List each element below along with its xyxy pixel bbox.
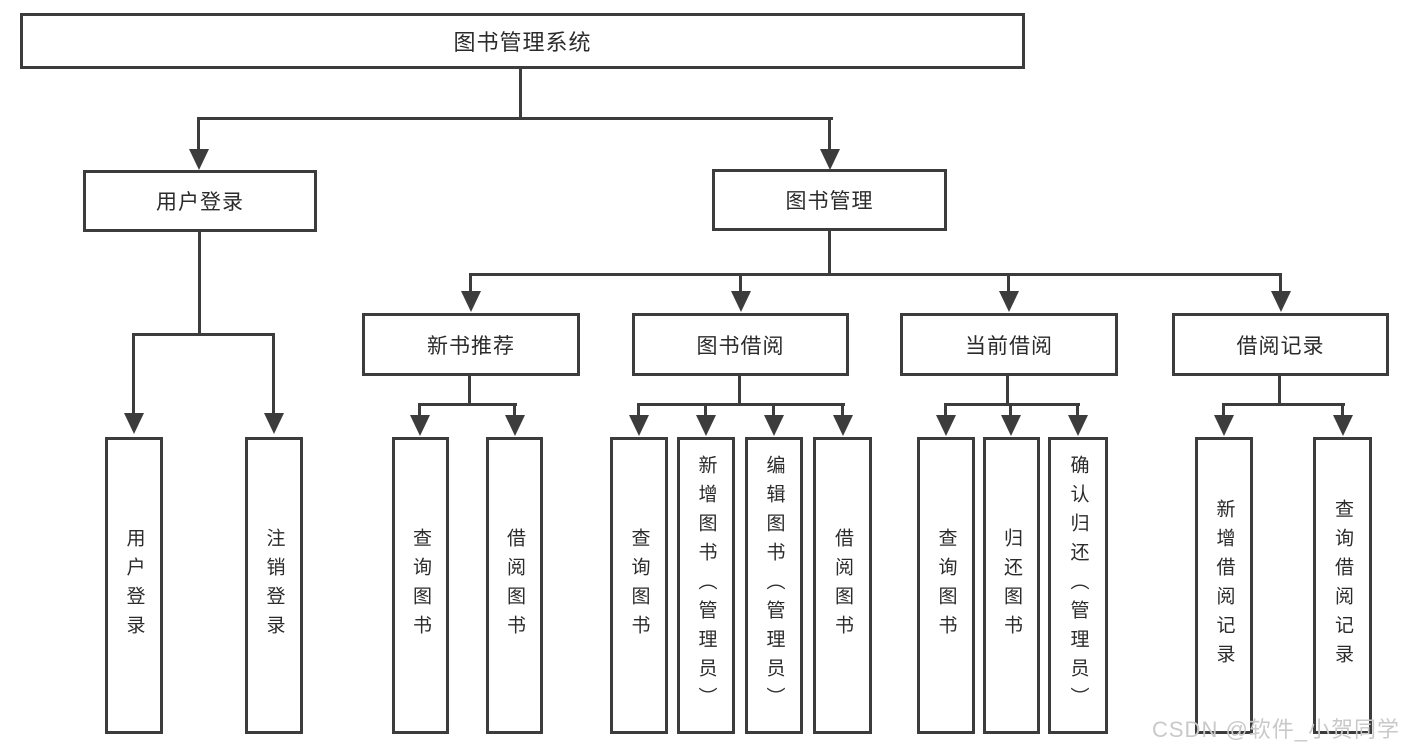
leaf-borrowing-add-books-admin-label: 新增图书（管理员）	[695, 455, 717, 716]
node-root-label: 图书管理系统	[453, 30, 592, 55]
node-new-book-recommend-label: 新书推荐	[427, 334, 515, 358]
node-root: 图书管理系统	[20, 13, 1025, 69]
arrowhead-cb-return	[1001, 415, 1021, 436]
connector-drop-new-book	[469, 273, 472, 292]
node-borrowing-records-label: 借阅记录	[1236, 334, 1325, 358]
leaf-logout: 注销登录	[245, 437, 303, 734]
node-borrowing-records: 借阅记录	[1172, 313, 1389, 376]
connector-drop-cb-query	[944, 403, 947, 416]
connector-borrowing-stem	[738, 376, 741, 405]
node-book-borrowing: 图书借阅	[632, 313, 849, 376]
connector-drop-br-query	[1341, 403, 1344, 416]
arrowhead-nb-borrow	[505, 415, 525, 436]
arrowhead-book-borrow	[731, 291, 751, 312]
arrowhead-leaf-login	[124, 413, 144, 434]
arrowhead-bb-edit	[764, 415, 784, 436]
node-current-borrowing-label: 当前借阅	[965, 334, 1053, 358]
connector-newbook-stem	[468, 376, 471, 405]
arrowhead-nb-query	[410, 415, 430, 436]
connector-current-crossbar	[944, 403, 1080, 406]
arrowhead-cb-confirm	[1068, 415, 1088, 436]
connector-drop-bb-edit	[772, 403, 775, 416]
leaf-borrowing-edit-books-admin-label: 编辑图书（管理员）	[763, 455, 785, 716]
connector-drop-nb-borrow	[513, 403, 516, 416]
leaf-borrowing-add-books-admin: 新增图书（管理员）	[677, 437, 735, 734]
node-book-management: 图书管理	[712, 169, 947, 231]
node-book-borrowing-label: 图书借阅	[696, 334, 785, 358]
node-new-book-recommend: 新书推荐	[362, 313, 580, 376]
leaf-records-add-record: 新增借阅记录	[1195, 437, 1253, 734]
connector-user-login-stem	[198, 232, 201, 336]
leaf-newbook-borrow-books-label: 借阅图书	[504, 527, 525, 644]
arrowhead-bb-borrow	[833, 415, 853, 436]
leaf-records-query-record: 查询借阅记录	[1313, 437, 1372, 734]
connector-drop-borrow-records	[1279, 273, 1282, 292]
connector-drop-book-borrow	[739, 273, 742, 292]
connector-drop-current-borrow	[1007, 273, 1010, 292]
leaf-user-login-label: 用户登录	[123, 527, 145, 644]
connector-root-crossbar	[197, 117, 833, 120]
leaf-current-confirm-return-admin: 确认归还（管理员）	[1048, 437, 1108, 734]
csdn-watermark: CSDN @软件_小贺同学	[1152, 717, 1401, 742]
connector-borrowing-crossbar	[637, 403, 845, 406]
arrowhead-current-borrow	[999, 291, 1019, 312]
leaf-borrowing-query-books-label: 查询图书	[628, 527, 650, 644]
arrowhead-leaf-logout	[264, 413, 284, 434]
leaf-current-confirm-return-admin-label: 确认归还（管理员）	[1067, 455, 1089, 716]
connector-drop-leaf-login	[132, 333, 135, 414]
arrowhead-cb-query	[936, 415, 956, 436]
arrowhead-new-book	[461, 291, 481, 312]
leaf-current-query-books-label: 查询图书	[935, 527, 957, 644]
connector-drop-bb-borrow	[841, 403, 844, 416]
leaf-records-query-record-label: 查询借阅记录	[1332, 498, 1353, 673]
connector-drop-user-login	[197, 117, 200, 151]
arrowhead-user-login	[189, 149, 209, 170]
arrowhead-book-management	[820, 149, 840, 170]
leaf-user-login: 用户登录	[105, 437, 163, 734]
node-user-login-label: 用户登录	[156, 191, 244, 214]
leaf-borrowing-edit-books-admin: 编辑图书（管理员）	[745, 437, 803, 734]
arrowhead-bb-query	[629, 415, 649, 436]
connector-book-mgmt-crossbar	[469, 273, 1282, 276]
node-book-management-label: 图书管理	[785, 190, 874, 213]
leaf-borrowing-borrow-books: 借阅图书	[813, 437, 872, 734]
leaf-borrowing-query-books: 查询图书	[610, 437, 668, 734]
arrowhead-br-add	[1214, 415, 1234, 436]
connector-drop-book-management	[828, 117, 831, 151]
node-user-login: 用户登录	[83, 170, 317, 232]
arrowhead-br-query	[1333, 415, 1353, 436]
connector-book-mgmt-stem	[828, 231, 831, 276]
connector-drop-cb-confirm	[1076, 403, 1079, 416]
leaf-logout-label: 注销登录	[263, 527, 285, 644]
connector-drop-nb-query	[418, 403, 421, 416]
connector-drop-bb-query	[637, 403, 640, 416]
connector-drop-leaf-logout	[272, 333, 275, 414]
arrowhead-borrow-records	[1271, 291, 1291, 312]
connector-drop-bb-add	[704, 403, 707, 416]
connector-newbook-crossbar	[418, 403, 517, 406]
connector-user-login-crossbar	[132, 333, 275, 336]
connector-drop-br-add	[1222, 403, 1225, 416]
leaf-current-return-books-label: 归还图书	[1001, 527, 1022, 644]
connector-root-stem	[519, 68, 522, 119]
arrowhead-bb-add	[696, 415, 716, 436]
leaf-records-add-record-label: 新增借阅记录	[1213, 498, 1235, 673]
leaf-newbook-query-books-label: 查询图书	[410, 527, 431, 644]
leaf-current-query-books: 查询图书	[917, 437, 975, 734]
leaf-current-return-books: 归还图书	[983, 437, 1040, 734]
connector-records-crossbar	[1222, 403, 1345, 406]
connector-drop-cb-return	[1009, 403, 1012, 416]
leaf-borrowing-borrow-books-label: 借阅图书	[832, 527, 853, 644]
leaf-newbook-query-books: 查询图书	[392, 437, 449, 734]
node-current-borrowing: 当前借阅	[900, 313, 1118, 376]
connector-records-stem	[1278, 376, 1281, 405]
connector-current-stem	[1006, 376, 1009, 405]
leaf-newbook-borrow-books: 借阅图书	[486, 437, 543, 734]
